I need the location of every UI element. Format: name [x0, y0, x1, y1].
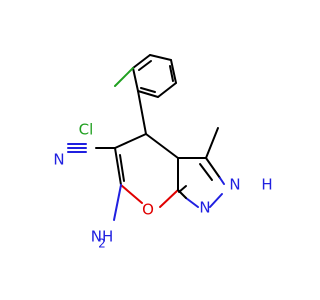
label-chlorine: Cl — [79, 121, 94, 139]
bond — [219, 177, 225, 185]
pyran-ring — [114, 133, 179, 208]
bond — [119, 154, 125, 182]
bond-cl — [114, 67, 134, 87]
label-nitrile-nitrogen: N — [53, 151, 64, 169]
bond — [114, 147, 122, 186]
molecule-drawing: Cl N NH 2 O N N H — [53, 54, 273, 251]
bond — [132, 67, 139, 92]
bond — [178, 185, 187, 193]
label-pyrazole-nh: N — [229, 176, 240, 194]
bond — [149, 54, 172, 61]
bond — [113, 184, 122, 221]
bond — [169, 65, 174, 82]
structure-diagram: Cl N NH 2 O N N H — [53, 54, 273, 251]
bond — [157, 82, 177, 98]
bond — [159, 189, 179, 208]
bond — [114, 133, 147, 149]
bond — [137, 90, 147, 135]
bond — [137, 90, 159, 98]
pyrazole-ring — [177, 157, 225, 208]
bond — [132, 54, 151, 69]
bond — [205, 157, 221, 179]
label-pyrazole-h: H — [261, 176, 272, 194]
label-pyrazole-n1: N — [199, 199, 210, 217]
label-amine-nh: NH — [91, 228, 114, 246]
bond — [120, 184, 143, 204]
label-oxygen: O — [142, 201, 154, 219]
bond — [138, 60, 152, 71]
chlorophenyl-ring — [132, 54, 177, 98]
bond — [170, 59, 177, 84]
bond — [145, 133, 179, 159]
bond-methyl — [205, 127, 219, 159]
bond — [185, 197, 199, 208]
bond — [140, 87, 156, 93]
label-amine-subscript: 2 — [98, 237, 106, 251]
bond — [209, 193, 223, 208]
bond — [199, 163, 213, 181]
